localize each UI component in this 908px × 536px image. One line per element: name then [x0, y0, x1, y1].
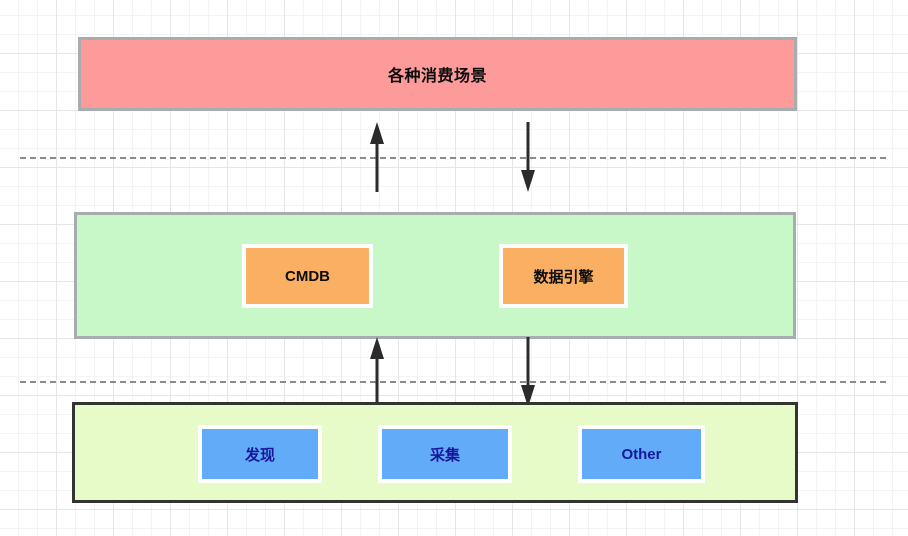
arrow-up-icon-bottom: [366, 337, 388, 407]
arrow-up-icon-top: [366, 122, 388, 192]
component-discover-label: 发现: [244, 446, 275, 464]
divider-line-top: [20, 157, 886, 159]
layer-consumption-scenarios[interactable]: 各种消费场景: [78, 37, 797, 111]
divider-line-bottom: [20, 381, 886, 383]
layer-platform-container[interactable]: [74, 212, 796, 339]
component-discover[interactable]: 发现: [198, 425, 322, 483]
component-other-label: Other: [621, 445, 662, 463]
component-cmdb-label: CMDB: [285, 267, 330, 285]
arrow-down-icon-bottom: [517, 337, 539, 407]
component-data-engine-label: 数据引擎: [533, 268, 594, 286]
component-collect-label: 采集: [429, 446, 460, 464]
layer-consumption-label: 各种消费场景: [387, 68, 487, 85]
component-other[interactable]: Other: [578, 425, 705, 483]
component-collect[interactable]: 采集: [378, 425, 512, 483]
component-cmdb[interactable]: CMDB: [242, 244, 373, 308]
arrow-down-icon-top: [517, 122, 539, 192]
component-data-engine[interactable]: 数据引擎: [499, 244, 628, 308]
